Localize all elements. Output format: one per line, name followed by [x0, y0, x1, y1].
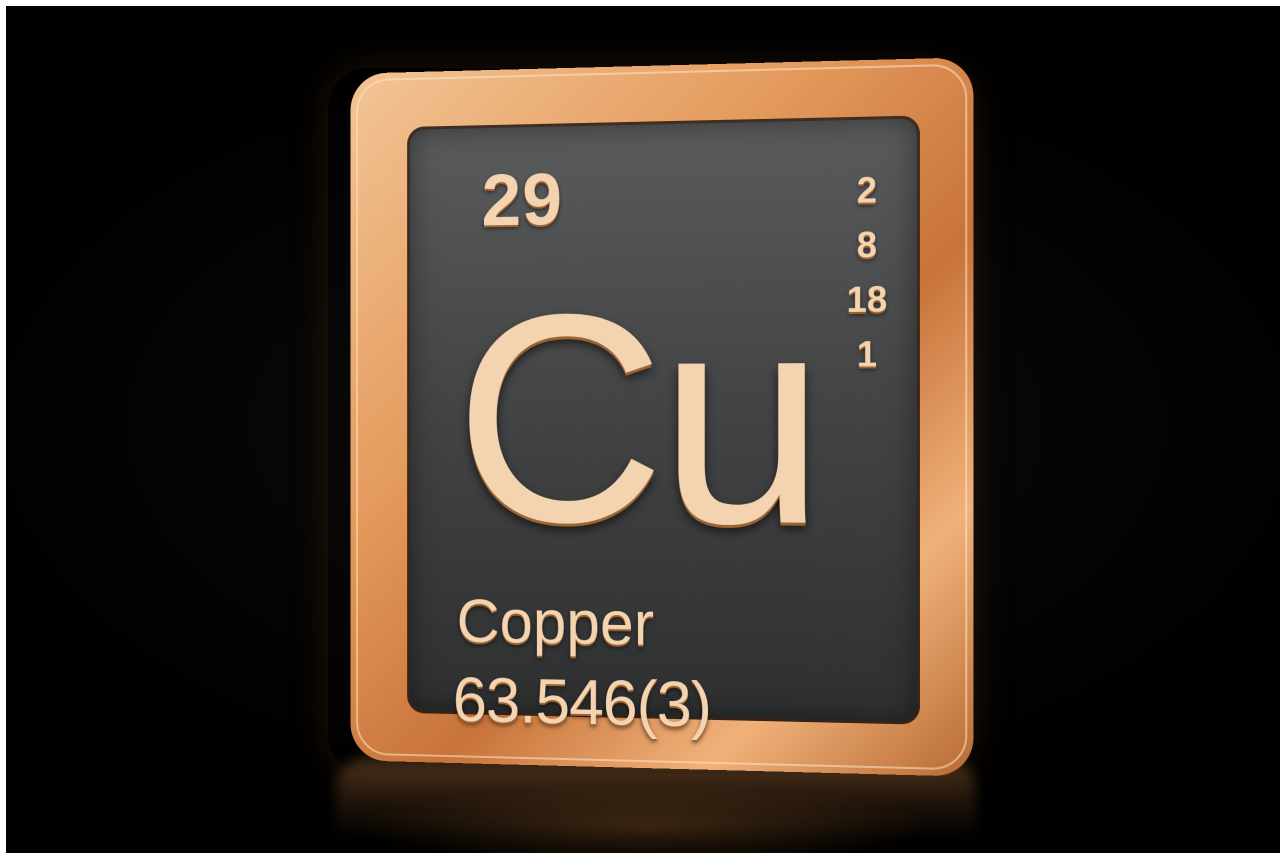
electron-shells: 2 8 18 1 [836, 165, 897, 380]
element-symbol: Cu [454, 248, 820, 588]
atomic-number: 29 [481, 158, 563, 242]
element-name: Copper [456, 587, 655, 659]
electron-shell-2: 8 [856, 223, 878, 266]
electron-shell-4: 1 [856, 333, 878, 375]
electron-shell-1: 2 [856, 169, 878, 211]
atomic-mass: 63.546(3) [452, 663, 712, 741]
element-tile-face: 29 2 8 18 1 Cu Copper 63.546(3) [407, 115, 920, 741]
photo-scene: 29 2 8 18 1 Cu Copper 63.546(3) [6, 6, 1280, 853]
element-tile: 29 2 8 18 1 Cu Copper 63.546(3) [350, 57, 974, 777]
electron-shell-3: 18 [846, 278, 888, 321]
